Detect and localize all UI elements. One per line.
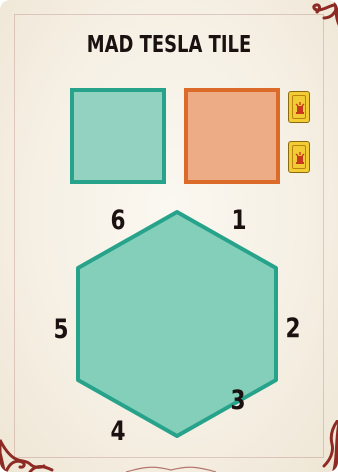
hex-side-label-4: 4 <box>106 417 130 447</box>
hex-side-label-5: 5 <box>49 315 73 345</box>
hex-side-label-2: 2 <box>281 314 305 344</box>
hex-side-label-1: 1 <box>227 206 251 236</box>
hex-side-label-3: 3 <box>226 386 250 416</box>
hex-side-label-6: 6 <box>106 206 130 236</box>
